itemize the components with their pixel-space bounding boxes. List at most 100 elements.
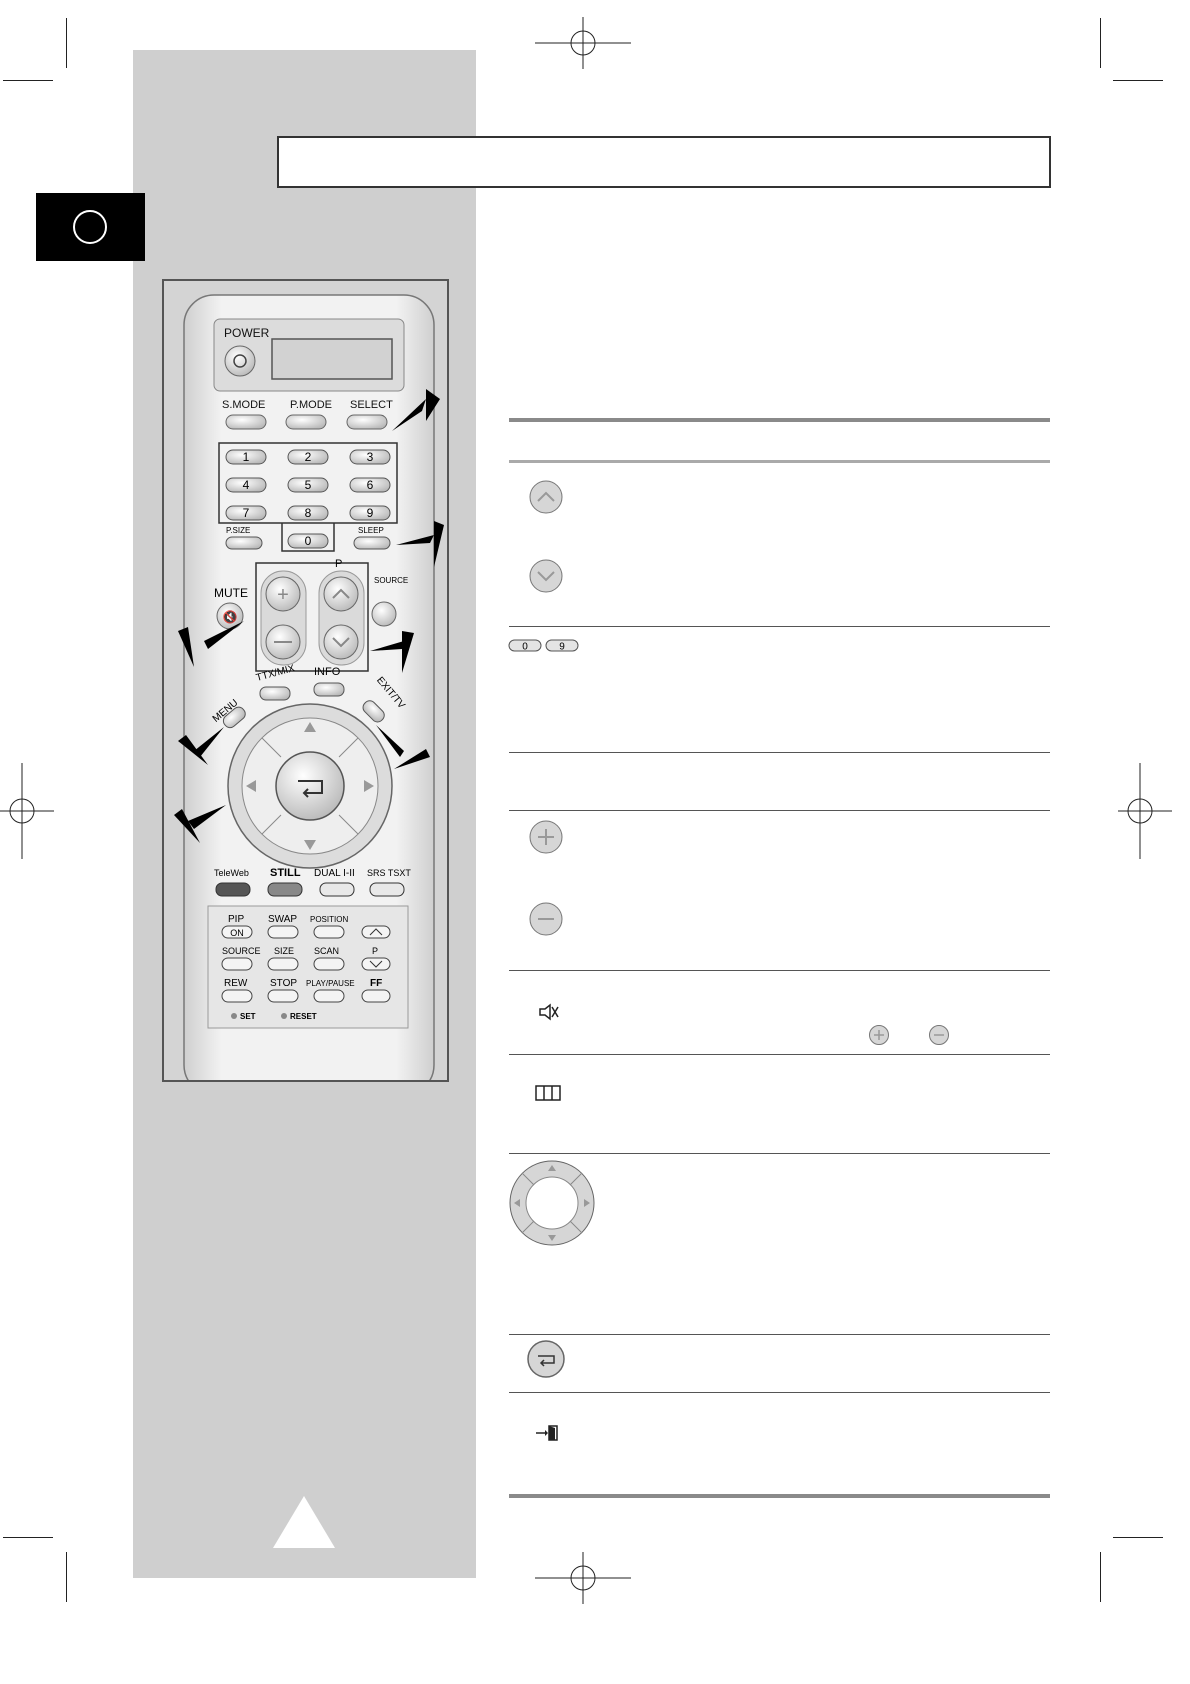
digit-button-1[interactable] (225, 449, 267, 465)
chevron-down-icon (369, 960, 383, 968)
digit-button-9[interactable] (349, 505, 391, 521)
registration-mark-right (1118, 763, 1172, 859)
power-icon (233, 354, 247, 368)
table-row-divider (509, 626, 1050, 627)
menu-icon (535, 1085, 561, 1101)
callout-arrow (394, 749, 430, 769)
menu-button[interactable] (221, 705, 248, 730)
psize-button[interactable] (225, 536, 263, 550)
playpause-button[interactable] (313, 989, 345, 1003)
page-title-box (277, 136, 1051, 188)
channel-down-button[interactable] (323, 624, 359, 660)
table-header-rule (509, 460, 1050, 463)
digit-button-5[interactable] (287, 477, 329, 493)
digit-label-9: 9 (367, 506, 374, 520)
pip-ch-down-button[interactable] (361, 957, 391, 971)
digit-button-7[interactable] (225, 505, 267, 521)
zero-key-outline (281, 523, 335, 552)
stop-button[interactable] (267, 989, 299, 1003)
smode-button[interactable] (225, 414, 267, 430)
pip-source-button[interactable] (221, 957, 253, 971)
digit-button-4[interactable] (225, 477, 267, 493)
pip-label: PIP (228, 914, 244, 925)
ff-label: FF (370, 978, 382, 989)
pip-ch-up-button[interactable] (361, 925, 391, 939)
enter-button[interactable] (275, 751, 345, 821)
rew-button[interactable] (221, 989, 253, 1003)
callout-arrow (194, 727, 224, 757)
callout-arrow (434, 521, 444, 567)
digit-button-3[interactable] (349, 449, 391, 465)
enter-icon (527, 1340, 565, 1378)
power-button[interactable] (224, 345, 256, 377)
remote-control-svg: POWER S.MODE P.MODE SELECT 1 2 3 4 5 6 7 (174, 294, 444, 1080)
info-button[interactable] (313, 682, 345, 697)
volume-up-icon (529, 820, 563, 854)
position-label: POSITION (310, 915, 348, 924)
digit-key-9-label: 9 (559, 642, 565, 653)
digit-button-6[interactable] (349, 477, 391, 493)
dpad-divider (338, 737, 359, 758)
set-label: SET (240, 1012, 256, 1021)
teleweb-label: TeleWeb (214, 868, 249, 878)
digit-button-2[interactable] (287, 449, 329, 465)
number-key-box (218, 442, 398, 524)
still-button[interactable] (267, 882, 303, 897)
digit-button-0[interactable] (287, 533, 329, 549)
stop-label: STOP (270, 978, 297, 989)
dpad-up-arrow-icon[interactable] (304, 722, 316, 732)
channel-up-button[interactable] (323, 576, 359, 612)
source-button[interactable] (371, 601, 397, 627)
chevron-down-icon (332, 637, 350, 648)
lcd-display (271, 338, 393, 380)
volume-plus-inline-icon (869, 1025, 889, 1045)
srstsxt-button[interactable] (369, 882, 405, 897)
psize-label: P.SIZE (226, 526, 250, 535)
callout-arrow (396, 535, 434, 545)
position-button[interactable] (313, 925, 345, 939)
dpad-down-arrow-icon[interactable] (304, 840, 316, 850)
playpause-label: PLAY/PAUSE (306, 979, 355, 988)
exittv-button[interactable] (361, 698, 387, 724)
pip-on-button[interactable] (221, 925, 253, 939)
chevron-up-icon (369, 928, 383, 936)
rew-label: REW (224, 978, 248, 989)
volume-up-button[interactable] (265, 576, 301, 612)
scan-label: SCAN (314, 946, 339, 956)
chevron-up-icon (332, 588, 350, 599)
pmode-button[interactable] (285, 414, 327, 430)
swap-button[interactable] (267, 925, 299, 939)
table-row-divider (509, 970, 1050, 971)
registration-mark-bottom (535, 1552, 631, 1604)
table-row-divider (509, 810, 1050, 811)
callout-arrows (174, 389, 444, 843)
dpad-right-arrow-icon[interactable] (364, 780, 374, 792)
callout-arrow (188, 805, 226, 829)
dpad-divider (261, 737, 282, 758)
select-button[interactable] (346, 414, 388, 430)
reset-indicator-icon (281, 1013, 287, 1019)
page-marker-triangle (273, 1496, 335, 1548)
digit-label-0: 0 (305, 534, 312, 548)
pip-size-button[interactable] (267, 957, 299, 971)
table-row-divider (509, 1392, 1050, 1393)
on-label: ON (230, 928, 244, 938)
teleweb-button[interactable] (215, 882, 251, 897)
digit-label-2: 2 (305, 450, 312, 464)
exit-icon (536, 1425, 558, 1441)
ff-button[interactable] (361, 989, 391, 1003)
table-row-divider (509, 752, 1050, 753)
language-circle-icon (73, 210, 107, 244)
mute-speaker-icon (539, 1003, 559, 1021)
callout-arrow (376, 725, 404, 757)
ttxmix-button[interactable] (259, 686, 291, 701)
digit-button-8[interactable] (287, 505, 329, 521)
vol-ch-box (255, 562, 369, 672)
dpad-left-arrow-icon[interactable] (246, 780, 256, 792)
p2-label: P (372, 946, 378, 956)
digit-label-3: 3 (367, 450, 374, 464)
sleep-button[interactable] (353, 536, 391, 550)
dual-button[interactable] (319, 882, 355, 897)
digit-key-0-label: 0 (522, 642, 528, 653)
pip-scan-button[interactable] (313, 957, 345, 971)
